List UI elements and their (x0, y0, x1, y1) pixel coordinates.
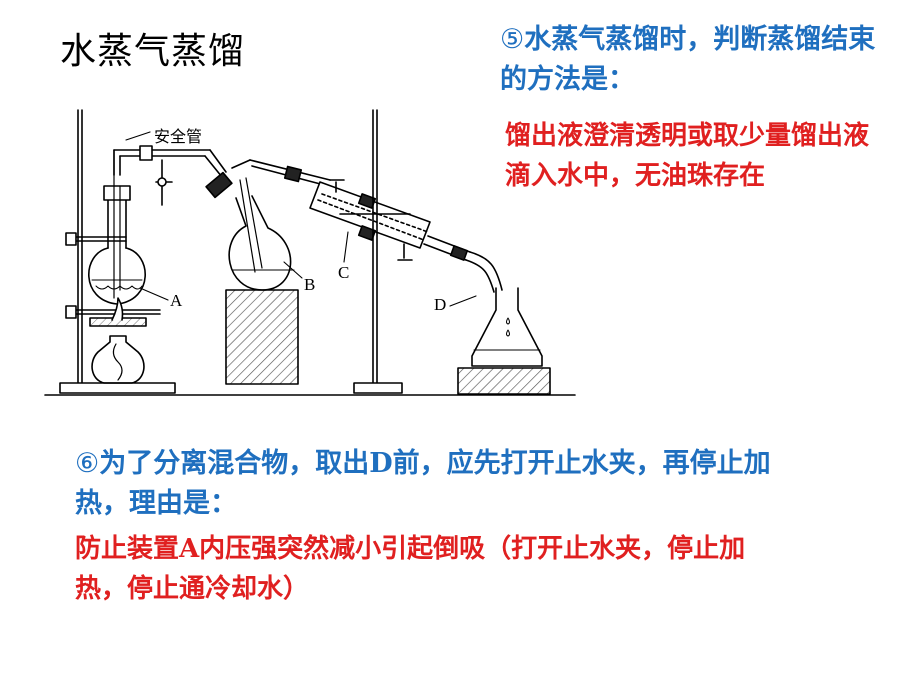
condenser-c (309, 179, 503, 293)
flask-d (457, 287, 551, 395)
right-iron-stand (339, 109, 411, 394)
left-iron-stand (59, 109, 176, 394)
delivery-tube (231, 159, 331, 187)
question-5: ⑤水蒸气蒸馏时，判断蒸馏结束的方法是： (500, 20, 880, 100)
answer-5: 馏出液澄清透明或取少量馏出液滴入水中，无油珠存在 (505, 121, 870, 191)
flask-a (88, 149, 146, 305)
flask-b (205, 171, 299, 385)
alcohol-lamp (89, 297, 147, 384)
label-d: D (434, 295, 446, 314)
answer-6: 防止装置A内压强突然减小引起倒吸（打开止水夹，停止加热，停止通冷却水） (75, 534, 746, 604)
leader-safety-tube (125, 131, 151, 141)
question-6-text: 为了分离混合物，取出D前，应先打开止水夹，再停止加热，理由是： (75, 448, 771, 519)
leader-c (343, 231, 349, 263)
question-6-number: ⑥ (75, 448, 100, 479)
slide-title: 水蒸气蒸馏 (60, 31, 246, 72)
label-c: C (338, 263, 349, 282)
leader-d (449, 295, 477, 307)
leader-b (283, 261, 303, 279)
leader-a (139, 287, 169, 301)
question-5-number: ⑤ (500, 24, 525, 55)
label-a: A (170, 291, 183, 310)
steam-tube (113, 145, 227, 206)
label-safety-tube: 安全管 (154, 127, 202, 146)
question-6: ⑥为了分离混合物，取出D前，应先打开止水夹，再停止加热，理由是： (75, 444, 775, 524)
question-5-text: 水蒸气蒸馏时，判断蒸馏结束的方法是： (500, 24, 876, 95)
label-b: B (304, 275, 315, 294)
